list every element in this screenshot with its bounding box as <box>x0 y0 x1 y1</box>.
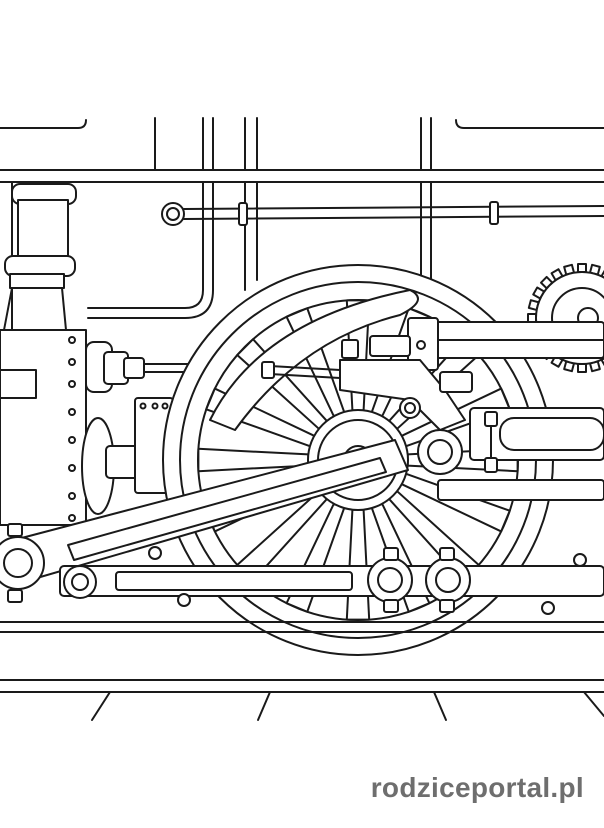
coupling-rod <box>59 547 604 615</box>
steam-pipe <box>3 183 77 331</box>
gear-tooth <box>577 263 587 273</box>
cylinder-block <box>0 329 191 526</box>
counterweight <box>209 289 419 431</box>
valve-gear <box>261 317 604 501</box>
rail-ground <box>0 621 604 721</box>
connecting-rod <box>0 439 409 603</box>
reach-rod <box>161 201 604 226</box>
gear-tooth <box>577 363 587 373</box>
gear-tooth <box>527 313 537 323</box>
watermark-text: rodziceportal.pl <box>370 772 584 803</box>
